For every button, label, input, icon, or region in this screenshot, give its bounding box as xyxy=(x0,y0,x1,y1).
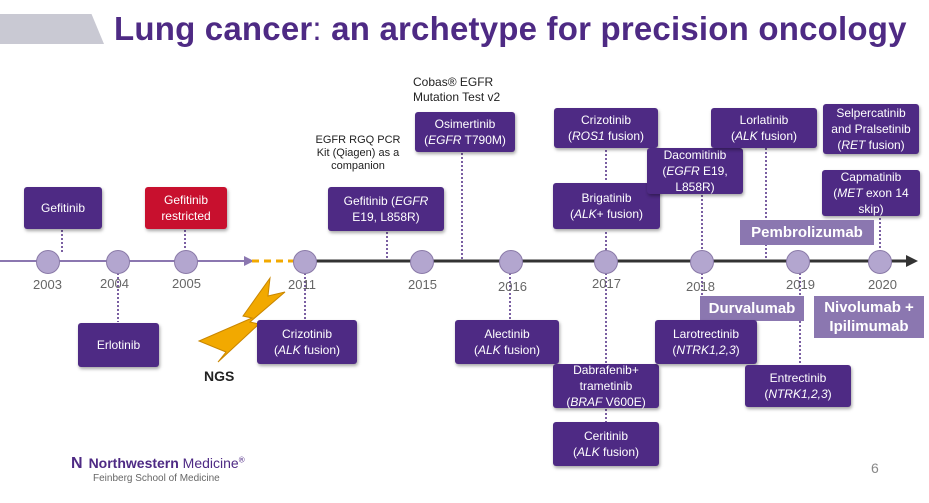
drug-box-ceritinib: Ceritinib(ALK fusion) xyxy=(553,422,659,466)
drug-box-brigatinib: Brigatinib(ALK+ fusion) xyxy=(553,183,660,229)
timeline-arrowhead xyxy=(906,255,918,267)
drug-box-gefitinib: Gefitinib xyxy=(24,187,102,229)
drug-box-osimertinib: Osimertinib(EGFR T790M) xyxy=(415,112,515,152)
drug-box-dabrafenib-trametinib: Dabrafenib+trametinib(BRAF V600E) xyxy=(553,363,659,409)
timeline-dot-2018 xyxy=(690,250,714,274)
drug-box-erlotinib: Erlotinib xyxy=(78,323,159,367)
timeline-dot-2005 xyxy=(174,250,198,274)
timeline-dot-2004 xyxy=(106,250,130,274)
logo-subtitle: Feinberg School of Medicine xyxy=(93,473,220,484)
slide-title: Lung cancer: an archetype for precision … xyxy=(114,10,907,47)
year-label-2020: 2020 xyxy=(868,277,897,292)
drug-box-dacomitinib: Dacomitinib(EGFR E19,L858R) xyxy=(647,148,743,194)
timeline-dot-2015 xyxy=(410,250,434,274)
lightning-bolt-icon xyxy=(197,276,286,363)
year-label-2005: 2005 xyxy=(172,276,201,291)
logo-registered: ® xyxy=(238,455,245,465)
year-label-2018: 2018 xyxy=(686,279,715,294)
timeline-early-arrow xyxy=(244,256,254,266)
year-label-2004: 2004 xyxy=(100,276,129,291)
year-label-2015: 2015 xyxy=(408,277,437,292)
drug-box-crizotinib-alk: Crizotinib(ALK fusion) xyxy=(257,320,357,364)
logo-name-bold: Northwestern xyxy=(88,455,179,471)
year-label-2011: 2011 xyxy=(288,277,316,292)
logo-name-rest: Medicine xyxy=(178,455,239,471)
timeline-dot-2003 xyxy=(36,250,60,274)
title-accent-bar xyxy=(0,14,104,44)
drug-box-entrectinib: Entrectinib(NTRK1,2,3) xyxy=(745,365,851,407)
logo-mark: N xyxy=(71,455,83,472)
timeline-dot-2011 xyxy=(293,250,317,274)
drug-box-larotrectinib: Larotrectinib(NTRK1,2,3) xyxy=(655,320,757,364)
northwestern-medicine-logo: N Northwestern Medicine® Feinberg School … xyxy=(71,455,245,484)
drug-box-lorlatinib: Lorlatinib(ALK fusion) xyxy=(711,108,817,148)
year-label-2017: 2017 xyxy=(592,276,621,291)
year-label-2003: 2003 xyxy=(33,277,62,292)
year-label-2019: 2019 xyxy=(786,277,815,292)
timeline-dot-2017 xyxy=(594,250,618,274)
drug-box-alectinib: Alectinib(ALK fusion) xyxy=(455,320,559,364)
label-pembrolizumab: Pembrolizumab xyxy=(740,220,874,245)
label-durvalumab: Durvalumab xyxy=(700,296,804,321)
timeline-dot-2016 xyxy=(499,250,523,274)
year-label-2016: 2016 xyxy=(498,279,527,294)
ngs-label: NGS xyxy=(204,368,235,384)
label-nivolumab-ipilimumab: Nivolumab +Ipilimumab xyxy=(814,296,924,338)
timeline-dot-2020 xyxy=(868,250,892,274)
timeline-dot-2019 xyxy=(786,250,810,274)
drug-box-crizotinib-ros1: Crizotinib(ROS1 fusion) xyxy=(554,108,658,148)
page-number: 6 xyxy=(871,460,879,476)
